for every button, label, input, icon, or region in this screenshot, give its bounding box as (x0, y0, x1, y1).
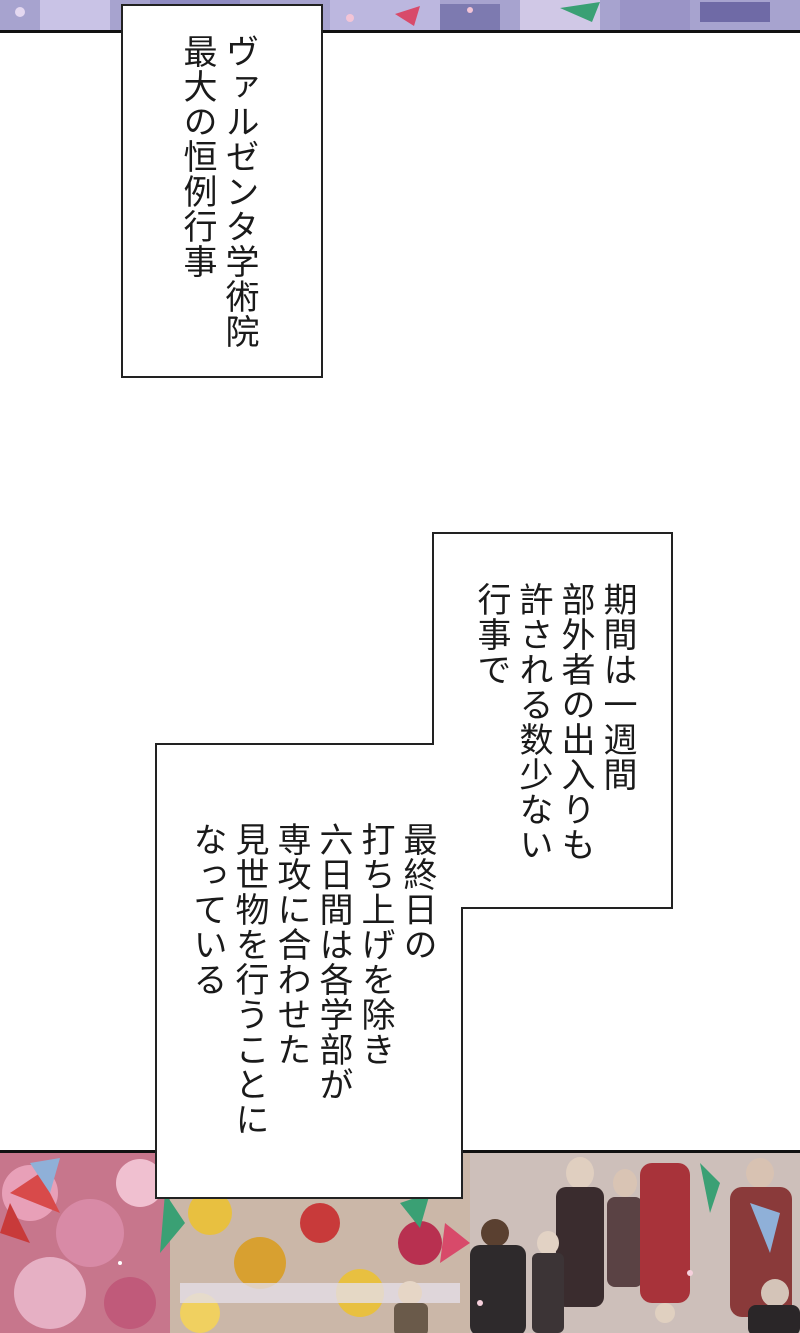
caption-text-2: 期間は一週間 部外者の出入りも 許される数少ない 行事で (470, 582, 638, 862)
caption-box-1 (121, 4, 323, 378)
caption-3-line-1: 最終日の (397, 822, 437, 962)
caption-3-line-4: 専攻に合わせた (271, 822, 311, 1067)
caption-2-line-4: 行事で (471, 582, 511, 687)
caption-1-line-2: 最大の恒例行事 (177, 34, 217, 279)
caption-3-line-5: 見世物を行うことに (229, 822, 269, 1137)
caption-1-line-1: ヴァルゼンタ学術院 (219, 34, 259, 349)
caption-2-line-1: 期間は一週間 (597, 582, 637, 792)
caption-3-line-6: なっている (187, 822, 227, 997)
caption-2-line-2: 部外者の出入りも (555, 582, 595, 862)
caption-3-line-3: 六日間は各学部が (313, 822, 353, 1102)
top-panel-artwork (0, 0, 800, 33)
festival-crowd-scene-image (0, 1153, 800, 1333)
caption-2-line-3: 許される数少ない (513, 582, 553, 862)
caption-box-stair (155, 532, 673, 1199)
caption-text-3: 最終日の 打ち上げを除き 六日間は各学部が 専攻に合わせた 見世物を行うことに … (186, 822, 438, 1137)
caption-text-1: ヴァルゼンタ学術院 最大の恒例行事 (176, 34, 260, 349)
festival-scene-top-image (0, 0, 800, 30)
caption-3-line-2: 打ち上げを除き (355, 822, 395, 1067)
